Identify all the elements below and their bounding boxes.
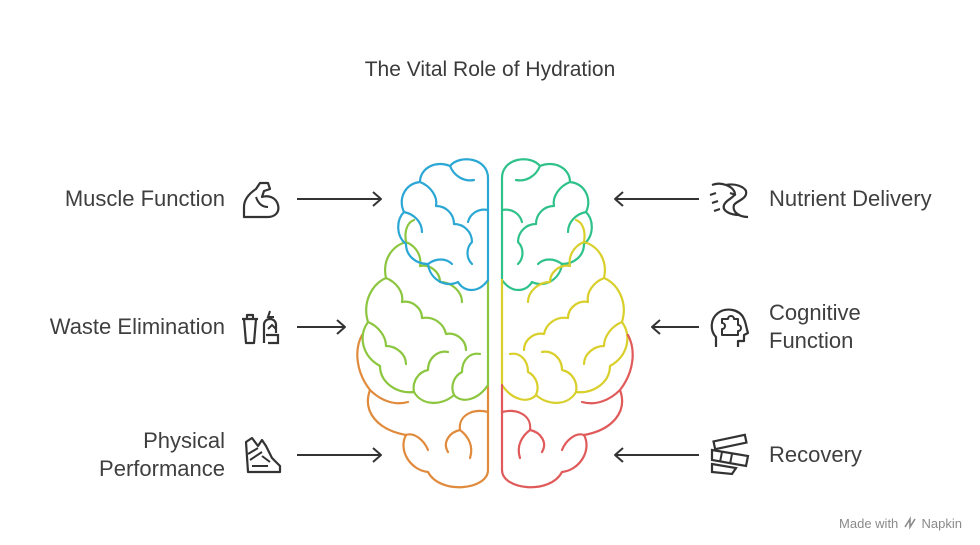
arrow-right-icon [297, 447, 382, 463]
arrow-right-icon [297, 319, 346, 335]
arrow-left-icon [614, 447, 699, 463]
label-line: Nutrient Delivery [769, 186, 932, 211]
arrow-left-icon [651, 319, 699, 335]
made-with-text: Made with [839, 516, 899, 531]
brain-lobe-mid-right [500, 218, 629, 404]
brain-lobe-mid-left [361, 218, 490, 404]
trash-and-recycle-icon [242, 310, 280, 345]
head-with-puzzle-icon [710, 308, 750, 347]
label-line: Waste Elimination [49, 314, 225, 339]
arrow-left-icon [614, 191, 699, 207]
label-line: Recovery [769, 442, 862, 467]
label-line: Function [769, 328, 854, 353]
brain-lobe-bottom-left [356, 333, 490, 489]
label-line: Muscle Function [64, 186, 225, 211]
label-line: Cognitive [769, 300, 861, 325]
label-recovery: Recovery [769, 441, 862, 469]
label-cognitive-function: Cognitive Function [769, 299, 861, 355]
brain-lobe-top-left [397, 158, 490, 292]
napkin-brand-text: Napkin [921, 516, 962, 531]
label-line: Performance [99, 456, 225, 481]
label-waste-elimination: Waste Elimination [50, 313, 225, 341]
made-with-napkin-footer: Made with Napkin [839, 516, 962, 531]
brain-lobe-bottom-right [500, 333, 634, 489]
brain-illustration [356, 158, 634, 489]
bandaged-limb-icon [710, 433, 750, 476]
label-line: Physical [143, 428, 225, 453]
napkin-logo-icon [904, 516, 916, 530]
diagram-title: The Vital Role of Hydration [364, 58, 616, 81]
arrow-right-icon [297, 191, 382, 207]
label-muscle-function: Muscle Function [65, 185, 225, 213]
flexed-arm-icon [242, 181, 280, 219]
label-physical-performance: Physical Performance [99, 427, 225, 483]
label-nutrient-delivery: Nutrient Delivery [769, 185, 932, 213]
brain-lobe-top-right [500, 158, 593, 292]
flowing-stream-icon [709, 182, 749, 219]
running-shoe-icon [244, 436, 282, 474]
